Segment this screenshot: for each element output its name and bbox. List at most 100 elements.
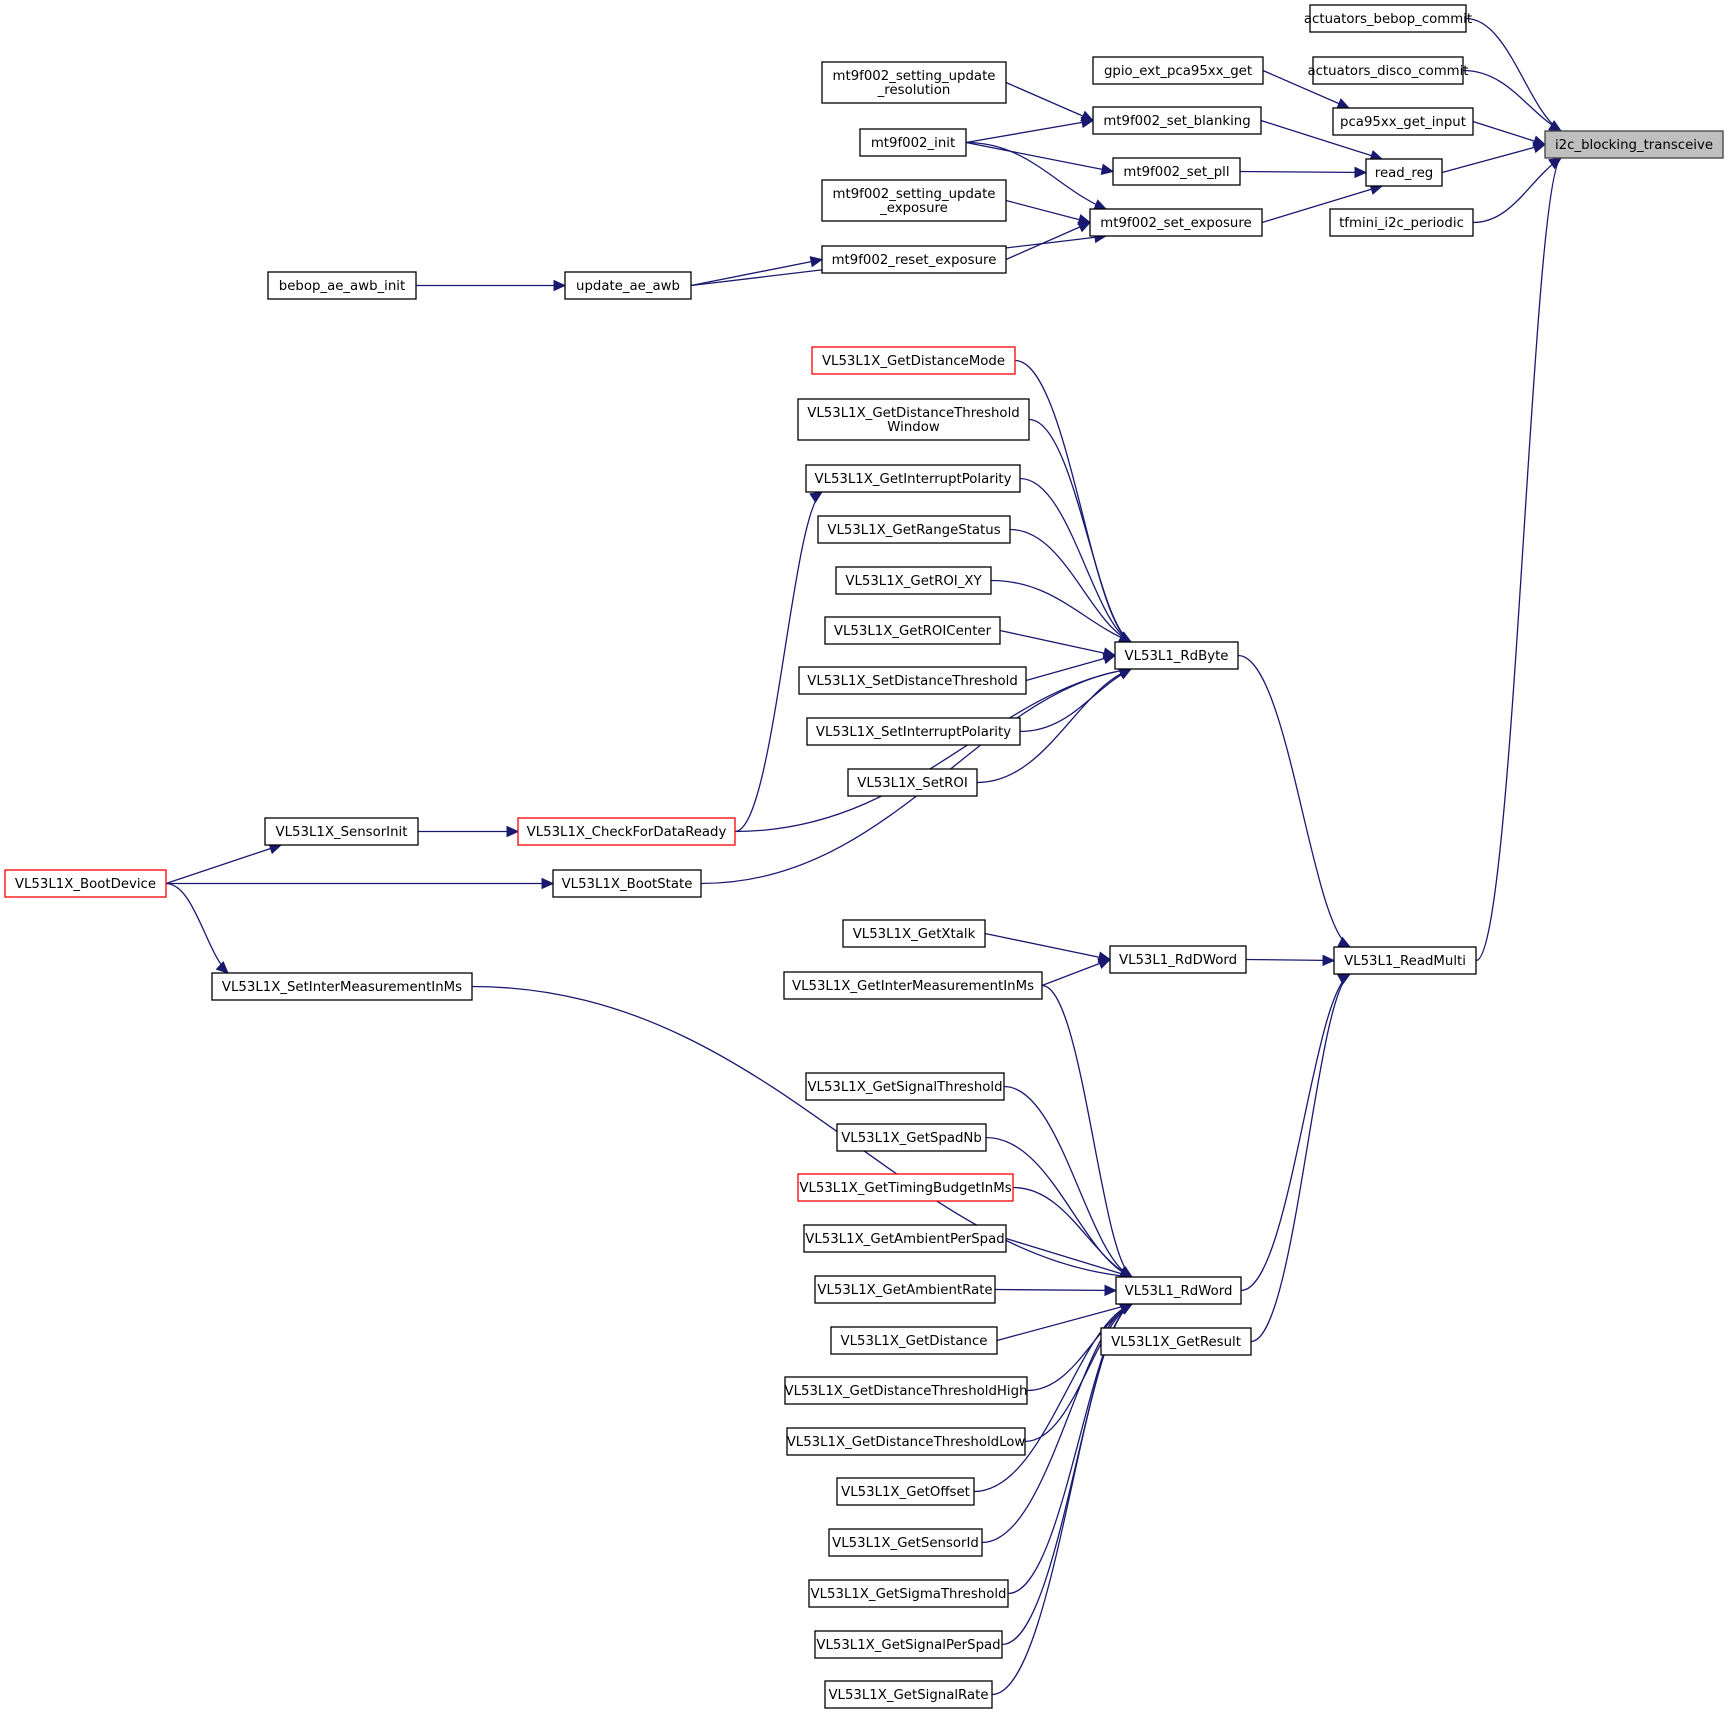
node-box[interactable] (1092, 106, 1262, 135)
node-box[interactable] (797, 398, 1030, 441)
node-get-xtalk[interactable]: VL53L1X_GetXtalk (842, 919, 986, 948)
node-box[interactable] (824, 616, 1001, 645)
node-box[interactable] (814, 1630, 1003, 1659)
node-get-roi-center[interactable]: VL53L1X_GetROICenter (824, 616, 1001, 645)
node-get-signal-rate[interactable]: VL53L1X_GetSignalRate (824, 1680, 993, 1709)
node-box[interactable] (1329, 208, 1474, 237)
node-box[interactable] (836, 1477, 975, 1506)
node-box[interactable] (517, 817, 736, 846)
node-reset-exposure[interactable]: mt9f002_reset_exposure (821, 245, 1007, 274)
node-box[interactable] (811, 346, 1016, 375)
node-get-offset[interactable]: VL53L1X_GetOffset (836, 1477, 975, 1506)
node-box[interactable] (806, 717, 1021, 746)
node-get-ambient-rate[interactable]: VL53L1X_GetAmbientRate (814, 1275, 996, 1304)
node-box[interactable] (267, 271, 417, 300)
node-box[interactable] (783, 971, 1043, 1000)
node-get-sigma-thr[interactable]: VL53L1X_GetSigmaThreshold (808, 1579, 1009, 1608)
node-box[interactable] (821, 61, 1007, 104)
node-get-inter-meas[interactable]: VL53L1X_GetInterMeasurementInMs (783, 971, 1043, 1000)
node-mt-init[interactable]: mt9f002_init (859, 128, 967, 157)
node-get-sensor-id[interactable]: VL53L1X_GetSensorId (828, 1528, 983, 1557)
node-rdbyte[interactable]: VL53L1_RdByte (1114, 641, 1239, 670)
node-get-ambient-per-spad[interactable]: VL53L1X_GetAmbientPerSpad (803, 1224, 1007, 1253)
node-box[interactable] (1333, 946, 1477, 975)
node-box[interactable] (814, 1275, 996, 1304)
node-boot-device[interactable]: VL53L1X_BootDevice (4, 869, 167, 898)
node-update-ae-awb[interactable]: update_ae_awb (564, 271, 692, 300)
node-box[interactable] (1544, 130, 1724, 159)
node-set-inter-meas[interactable]: VL53L1X_SetInterMeasurementInMs (211, 972, 473, 1001)
node-box[interactable] (821, 245, 1007, 274)
node-box[interactable] (1365, 158, 1443, 187)
node-box[interactable] (1332, 107, 1474, 136)
node-pca-input[interactable]: pca95xx_get_input (1332, 107, 1474, 136)
node-get-roi-xy[interactable]: VL53L1X_GetROI_XY (835, 566, 992, 595)
node-get-spad-nb[interactable]: VL53L1X_GetSpadNb (836, 1123, 987, 1152)
node-box[interactable] (1309, 4, 1467, 33)
node-box[interactable] (842, 919, 986, 948)
node-box[interactable] (1112, 157, 1241, 186)
node-box[interactable] (828, 1528, 983, 1557)
node-rddword[interactable]: VL53L1_RdDWord (1109, 945, 1247, 974)
node-box[interactable] (1109, 945, 1247, 974)
node-read-multi[interactable]: VL53L1_ReadMulti (1333, 946, 1477, 975)
node-get-result[interactable]: VL53L1X_GetResult (1100, 1327, 1252, 1356)
node-box[interactable] (836, 1123, 987, 1152)
node-box[interactable] (1115, 1276, 1242, 1305)
node-set-dist-thr[interactable]: VL53L1X_SetDistanceThreshold (798, 666, 1027, 695)
node-box[interactable] (1089, 208, 1263, 237)
node-set-blanking[interactable]: mt9f002_set_blanking (1092, 106, 1262, 135)
node-box[interactable] (821, 179, 1007, 222)
node-box[interactable] (797, 1173, 1014, 1202)
node-i2c[interactable]: i2c_blocking_transceive (1544, 130, 1724, 159)
node-box[interactable] (211, 972, 473, 1001)
node-set-exposure[interactable]: mt9f002_set_exposure (1089, 208, 1263, 237)
node-box[interactable] (1114, 641, 1239, 670)
node-box[interactable] (564, 271, 692, 300)
node-get-distance[interactable]: VL53L1X_GetDistance (830, 1326, 998, 1355)
node-box[interactable] (835, 566, 992, 595)
node-box[interactable] (786, 1427, 1026, 1456)
node-check-data-ready[interactable]: VL53L1X_CheckForDataReady (517, 817, 736, 846)
node-box[interactable] (4, 869, 167, 898)
node-read-reg[interactable]: read_reg (1365, 158, 1443, 187)
node-set-roi[interactable]: VL53L1X_SetROI (847, 768, 978, 797)
node-set-pll[interactable]: mt9f002_set_pll (1112, 157, 1241, 186)
node-box[interactable] (264, 817, 419, 846)
node-upd-resolution[interactable]: mt9f002_setting_update_resolution (821, 61, 1007, 104)
node-disco-commit[interactable]: actuators_disco_commit (1307, 56, 1469, 85)
node-box[interactable] (859, 128, 967, 157)
node-box[interactable] (798, 666, 1027, 695)
node-gpio-ext[interactable]: gpio_ext_pca95xx_get (1092, 56, 1264, 85)
node-box[interactable] (847, 768, 978, 797)
node-get-dist-thr-high[interactable]: VL53L1X_GetDistanceThresholdHigh (784, 1376, 1028, 1405)
node-box[interactable] (1092, 56, 1264, 85)
node-get-timing-budget[interactable]: VL53L1X_GetTimingBudgetInMs (797, 1173, 1014, 1202)
node-box[interactable] (803, 1224, 1007, 1253)
node-get-signal-thr[interactable]: VL53L1X_GetSignalThreshold (805, 1072, 1005, 1101)
node-box[interactable] (805, 464, 1021, 493)
node-get-range-status[interactable]: VL53L1X_GetRangeStatus (817, 515, 1011, 544)
node-get-signal-per-spad[interactable]: VL53L1X_GetSignalPerSpad (814, 1630, 1003, 1659)
node-get-distance-mode[interactable]: VL53L1X_GetDistanceMode (811, 346, 1016, 375)
node-box[interactable] (824, 1680, 993, 1709)
node-bebop-ae-awb-init[interactable]: bebop_ae_awb_init (267, 271, 417, 300)
node-box[interactable] (817, 515, 1011, 544)
node-box[interactable] (784, 1376, 1028, 1405)
node-get-dist-thr-low[interactable]: VL53L1X_GetDistanceThresholdLow (786, 1427, 1026, 1456)
node-get-int-polarity[interactable]: VL53L1X_GetInterruptPolarity (805, 464, 1021, 493)
node-rdword[interactable]: VL53L1_RdWord (1115, 1276, 1242, 1305)
node-bebop-commit[interactable]: actuators_bebop_commit (1304, 4, 1472, 33)
node-upd-exposure[interactable]: mt9f002_setting_update_exposure (821, 179, 1007, 222)
node-box[interactable] (1100, 1327, 1252, 1356)
node-box[interactable] (805, 1072, 1005, 1101)
node-tfmini[interactable]: tfmini_i2c_periodic (1329, 208, 1474, 237)
node-boot-state[interactable]: VL53L1X_BootState (552, 869, 702, 898)
node-sensor-init[interactable]: VL53L1X_SensorInit (264, 817, 419, 846)
node-box[interactable] (830, 1326, 998, 1355)
node-box[interactable] (808, 1579, 1009, 1608)
node-box[interactable] (1312, 56, 1464, 85)
node-box[interactable] (552, 869, 702, 898)
node-set-int-polarity[interactable]: VL53L1X_SetInterruptPolarity (806, 717, 1021, 746)
